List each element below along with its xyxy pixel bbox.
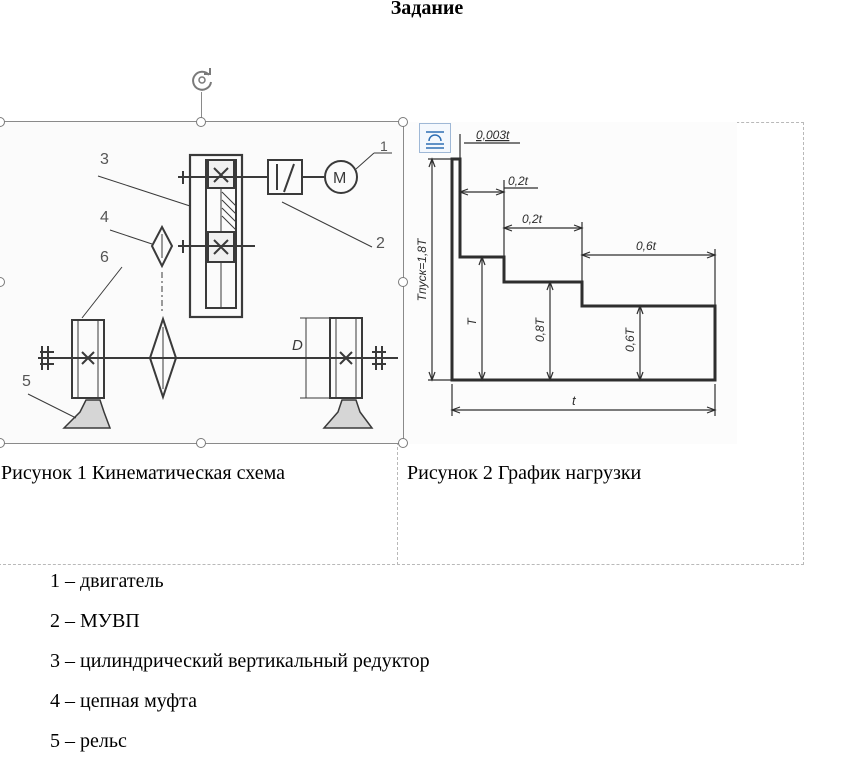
figure-load-chart[interactable]: Tпуск=1,8T 0,003t 0,2t 0,2t 0,6t T 0,8T … xyxy=(404,122,737,444)
layout-options-button[interactable] xyxy=(419,123,451,153)
rotate-handle-icon[interactable] xyxy=(187,65,217,95)
label-t: t xyxy=(572,393,577,408)
component-legend: 1 – двигатель 2 – МУВП 3 – цилиндрически… xyxy=(50,569,430,769)
label-6: 6 xyxy=(100,249,109,266)
diameter-label: D xyxy=(292,337,303,354)
layout-options-icon xyxy=(426,131,444,149)
resize-handle-bottom[interactable] xyxy=(196,438,206,448)
rotate-handle-stem xyxy=(201,92,202,122)
load-chart-drawing: Tпуск=1,8T 0,003t 0,2t 0,2t 0,6t T 0,8T … xyxy=(415,128,717,416)
label-4: 4 xyxy=(100,209,109,226)
label-2: 2 xyxy=(376,235,385,252)
resize-handle-top-right[interactable] xyxy=(398,117,408,127)
legend-item: 1 – двигатель xyxy=(50,570,164,592)
label-tstart: Tпуск=1,8T xyxy=(415,237,429,301)
label-06T: 0,6T xyxy=(623,326,637,352)
figure-kinematic-scheme[interactable]: M 1 2 3 4 6 5 xyxy=(0,122,404,444)
label-5: 5 xyxy=(22,373,31,390)
label-02t-first: 0,2t xyxy=(508,174,529,188)
figure-1-caption: Рисунок 1 Кинематическая схема xyxy=(1,462,285,484)
label-3: 3 xyxy=(100,151,109,168)
document-title: Задание xyxy=(390,0,464,19)
legend-item: 2 – МУВП xyxy=(50,610,140,632)
motor-label: M xyxy=(333,170,346,187)
legend-item: 4 – цепная муфта xyxy=(50,690,198,712)
resize-handle-bottom-right[interactable] xyxy=(398,438,408,448)
resize-handle-top[interactable] xyxy=(196,117,206,127)
label-08T: 0,8T xyxy=(533,316,547,342)
label-0003t: 0,003t xyxy=(476,128,510,142)
label-T: T xyxy=(465,317,479,326)
label-1: 1 xyxy=(380,138,388,154)
label-02t-second: 0,2t xyxy=(522,212,543,226)
label-06t: 0,6t xyxy=(636,239,657,253)
resize-handle-right[interactable] xyxy=(398,277,408,287)
kinematic-scheme-drawing: M 1 2 3 4 6 5 xyxy=(22,138,398,429)
legend-item: 5 – рельс xyxy=(50,730,127,752)
figure-2-caption: Рисунок 2 График нагрузки xyxy=(407,462,642,484)
legend-item: 3 – цилиндрический вертикальный редуктор xyxy=(50,650,430,672)
